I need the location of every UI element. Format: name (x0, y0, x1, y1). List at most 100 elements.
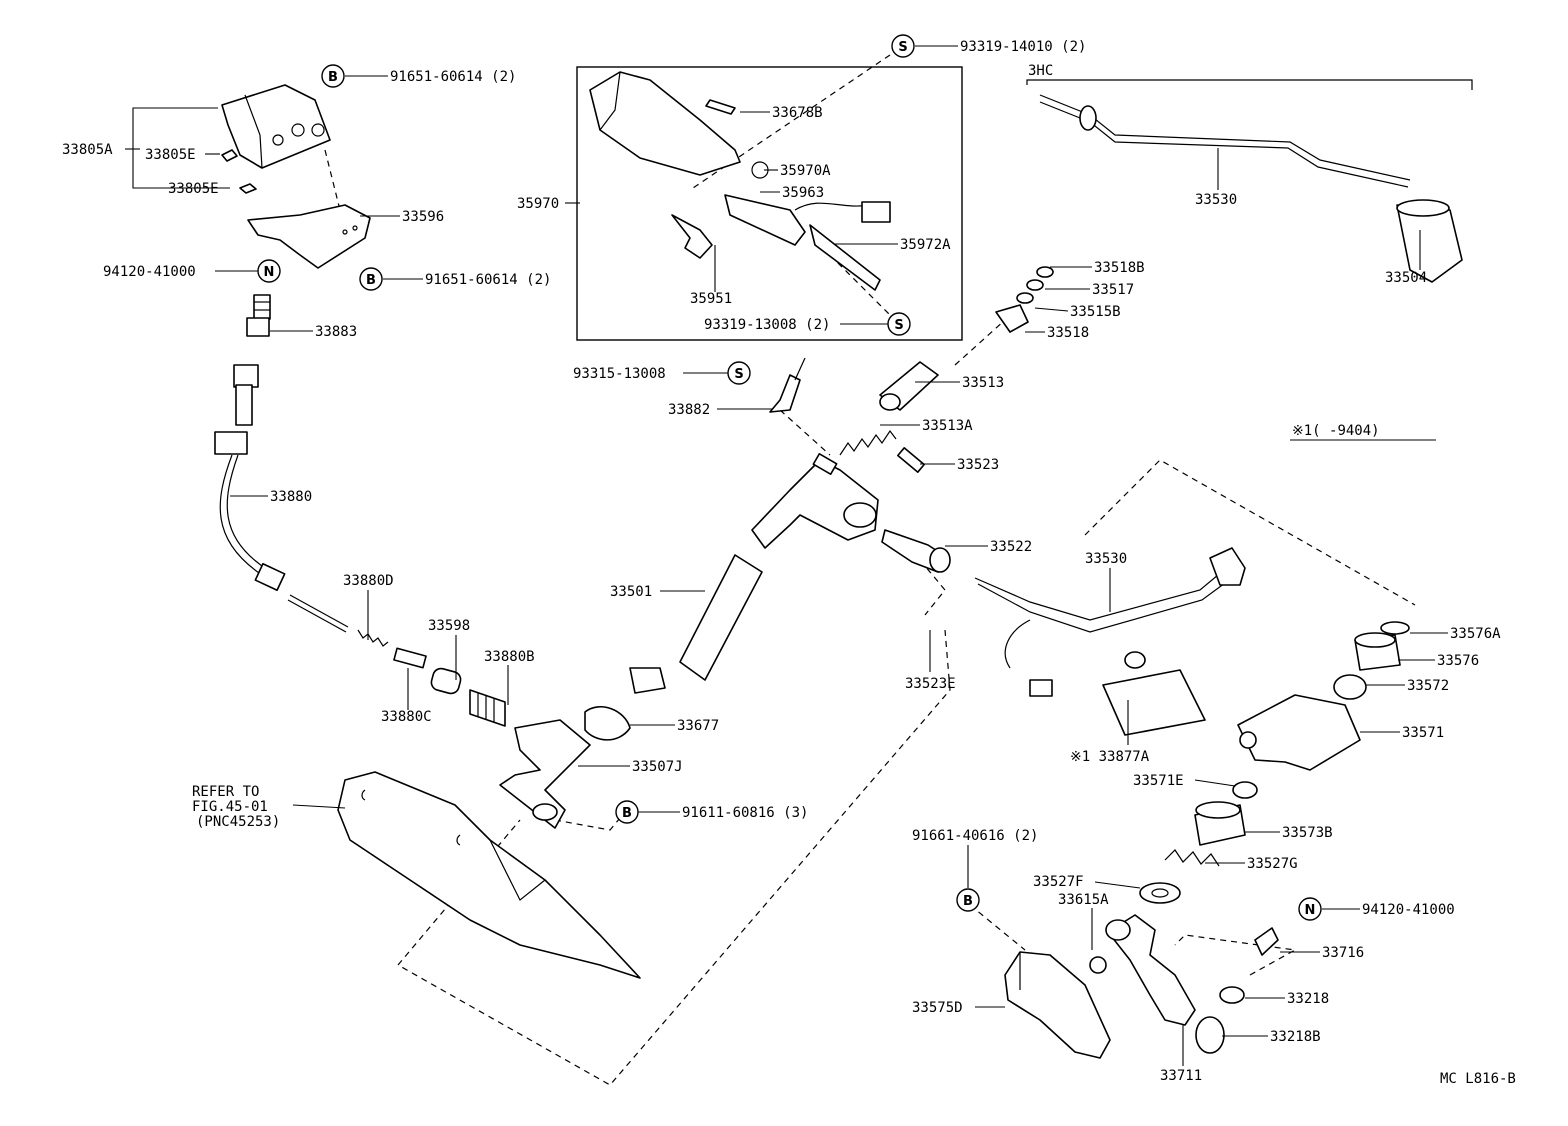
label-33527g: 33527G (1247, 856, 1298, 872)
mark-b-left: B (359, 267, 383, 291)
label-33507j: 33507J (632, 759, 683, 775)
cable-33880-drawing (214, 364, 349, 633)
label-33530-top: 33530 (1195, 192, 1237, 208)
svg-text:B: B (622, 806, 632, 821)
label-33598: 33598 (428, 618, 470, 634)
bracket-33805a-drawing (221, 84, 331, 194)
housing-center-drawing (751, 453, 879, 549)
label-33518b: 33518B (1094, 260, 1145, 276)
label-93315-13008: 93315-13008 (573, 366, 666, 382)
label-33716: 33716 (1322, 945, 1364, 961)
mark-s-box: S (887, 312, 911, 336)
label-33571e: 33571E (1133, 773, 1184, 789)
svg-text:N: N (1305, 903, 1316, 918)
label-33515b: 33515B (1070, 304, 1121, 320)
label-94120-41000-b: 94120-41000 (1362, 902, 1455, 918)
bracket-33575d-drawing (1004, 951, 1111, 1059)
mark-b-bottom: B (956, 888, 980, 912)
label-33517: 33517 (1092, 282, 1134, 298)
label-33805e-a: 33805E (145, 147, 196, 163)
label-35972a: 35972A (900, 237, 951, 253)
label-33527f: 33527F (1033, 874, 1084, 890)
arm-33711-drawing (1105, 914, 1279, 1054)
label-33573b: 33573B (1282, 825, 1333, 841)
label-33805a: 33805A (62, 142, 113, 158)
label-91651-60614-a: 91651-60614 (2) (390, 69, 516, 85)
shaft-33501-drawing (629, 554, 763, 694)
label-35970: 35970 (517, 196, 559, 212)
label-33880c: 33880C (381, 709, 432, 725)
label-33711: 33711 (1160, 1068, 1202, 1084)
label-33882: 33882 (668, 402, 710, 418)
label-33877a: ※1 33877A (1070, 749, 1150, 765)
label-33678b: 33678B (772, 105, 823, 121)
label-33218b: 33218B (1270, 1029, 1321, 1045)
clip-35951-drawing (671, 214, 713, 259)
label-35963: 35963 (782, 185, 824, 201)
leader-lines (125, 45, 1448, 1066)
label-33513: 33513 (962, 375, 1004, 391)
mark-s-mid: S (727, 361, 751, 385)
label-refer-to: REFER TO (192, 784, 259, 800)
label-35951: 35951 (690, 291, 732, 307)
label-33523: 33523 (957, 457, 999, 473)
label-33576: 33576 (1437, 653, 1479, 669)
label-33571: 33571 (1402, 725, 1444, 741)
right-stack-drawing (1139, 621, 1410, 904)
label-33883: 33883 (315, 324, 357, 340)
label-33576a: 33576A (1450, 626, 1501, 642)
mark-n-right: N (1298, 897, 1322, 921)
label-35970a: 35970A (780, 163, 831, 179)
label-33805e-b: 33805E (168, 181, 219, 197)
label-33575d: 33575D (912, 1000, 963, 1016)
pin-sleeve-drawing (881, 447, 951, 573)
label-3hc: 3HC (1028, 63, 1053, 79)
label-91611-60816: 91611-60816 (3) (682, 805, 808, 821)
svg-text:B: B (366, 273, 376, 288)
small-parts-linkage (357, 629, 506, 727)
label-33596: 33596 (402, 209, 444, 225)
label-91651-60614-b: 91651-60614 (2) (425, 272, 551, 288)
switch-35963-drawing (724, 194, 891, 291)
svg-text:S: S (734, 367, 743, 382)
label-33677: 33677 (677, 718, 719, 734)
label-33504: 33504 (1385, 270, 1427, 286)
svg-text:S: S (894, 318, 903, 333)
label-33880d: 33880D (343, 573, 394, 589)
label-33530-mid: 33530 (1085, 551, 1127, 567)
label-33218: 33218 (1287, 991, 1329, 1007)
fitting-33883-drawing (246, 294, 271, 337)
bracket-33882-drawing (769, 357, 806, 413)
lever-33530-top-drawing (1026, 79, 1473, 283)
svg-text:N: N (264, 265, 275, 280)
boot-33507j-drawing (499, 706, 631, 829)
label-33880b: 33880B (484, 649, 535, 665)
clip-parts-drawing (995, 266, 1054, 333)
plate-33596-drawing (247, 204, 371, 269)
label-93319-14010: 93319-14010 (2) (960, 39, 1086, 55)
label-33572: 33572 (1407, 678, 1449, 694)
spring-plunger-drawing (839, 361, 939, 456)
label-33501: 33501 (610, 584, 652, 600)
svg-text:B: B (328, 70, 338, 85)
label-93319-13008: 93319-13008 (2) (704, 317, 830, 333)
svg-text:B: B (963, 894, 973, 909)
label-33522: 33522 (990, 539, 1032, 555)
cover-refer-drawing (337, 771, 641, 979)
label-94120-41000-a: 94120-41000 (103, 264, 196, 280)
label-note-range: ※1( -9404) (1292, 423, 1380, 439)
mark-b-top: B (321, 64, 345, 88)
label-pnc: (PNC45253) (196, 814, 280, 830)
label-91661-40616: 91661-40616 (2) (912, 828, 1038, 844)
label-33880: 33880 (270, 489, 312, 505)
label-fig: FIG.45-01 (192, 799, 268, 815)
label-33615a: 33615A (1058, 892, 1109, 908)
label-33523e: 33523E (905, 676, 956, 692)
mark-s-top: S (891, 34, 915, 58)
mark-n-left: N (257, 259, 281, 283)
mark-b-mid: B (615, 800, 639, 824)
label-drawing-code: MC L816-B (1440, 1071, 1516, 1087)
svg-text:S: S (898, 40, 907, 55)
knob-35970-drawing (589, 71, 769, 179)
